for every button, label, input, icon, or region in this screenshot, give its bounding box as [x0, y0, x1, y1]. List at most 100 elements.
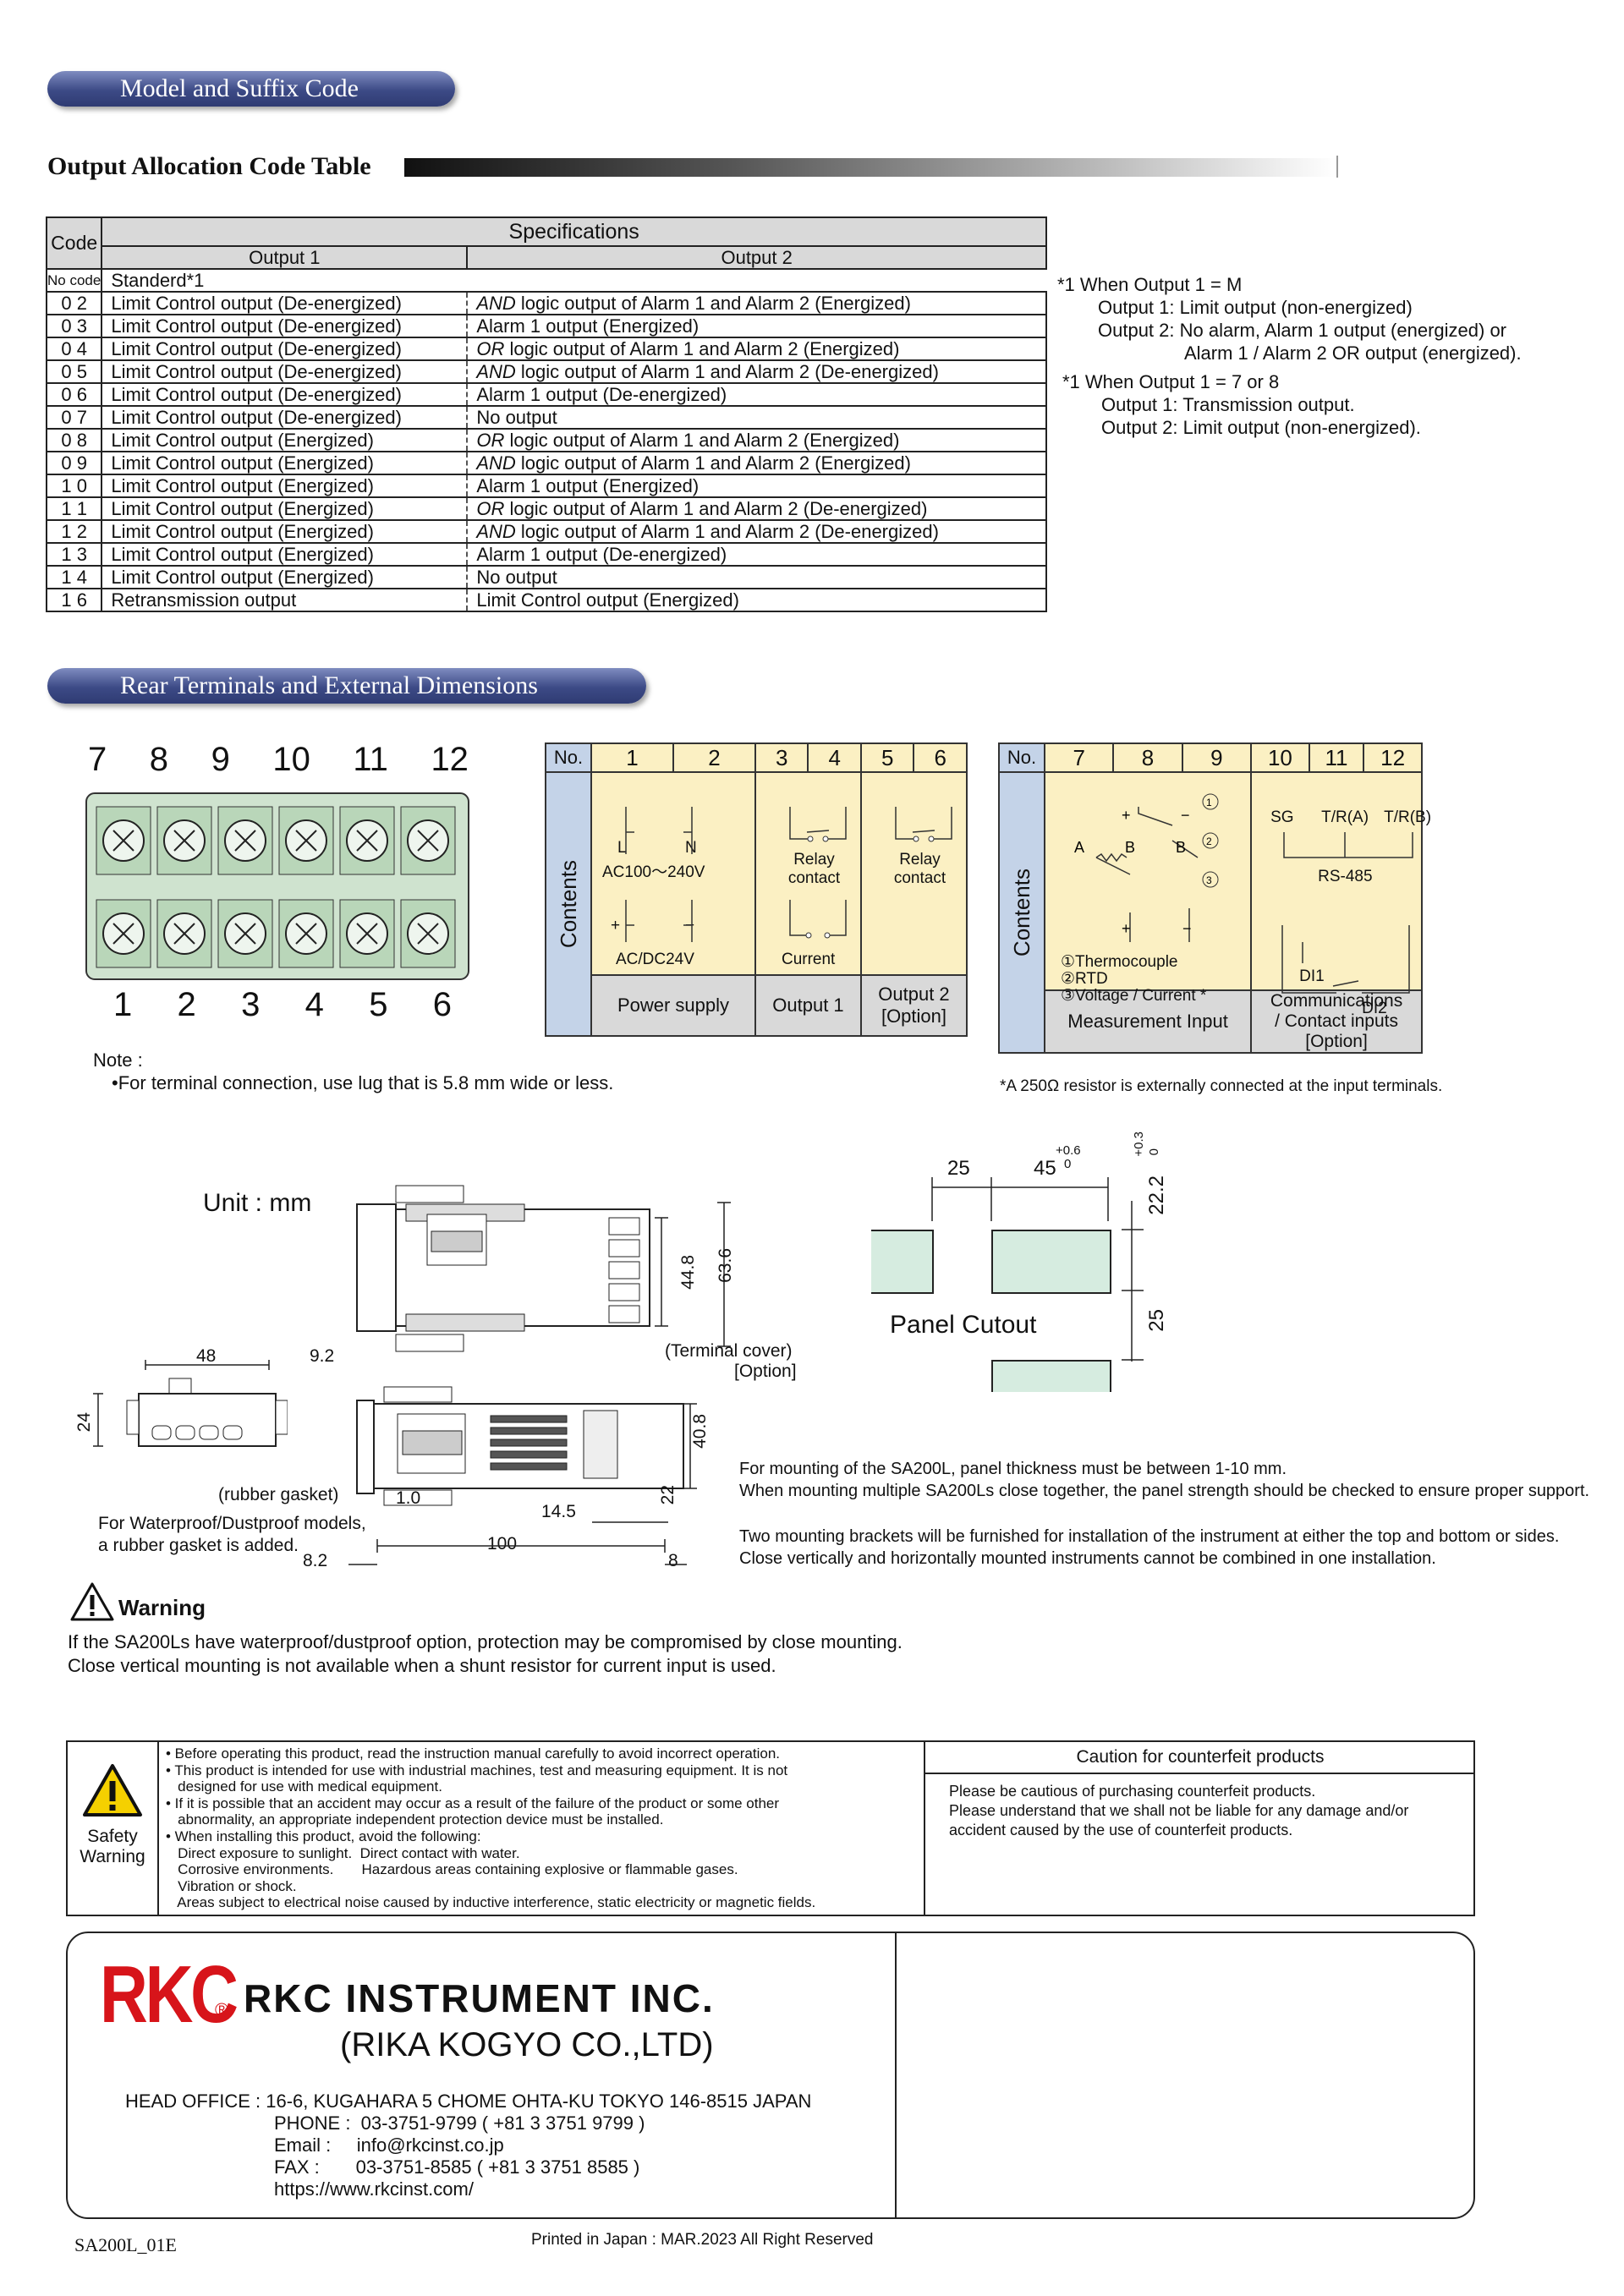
- screw-cross-icon: [173, 923, 195, 945]
- side-view-drawing: [356, 1185, 731, 1352]
- screw-cross-icon: [112, 830, 134, 852]
- footnote-4: Alarm 1 / Alarm 2 OR output (energized).: [1184, 342, 1522, 364]
- footnote-5: *1 When Output 1 = 7 or 8: [1062, 371, 1280, 392]
- warning-title: Warning: [118, 1595, 206, 1620]
- screw-cross-icon: [356, 923, 378, 945]
- code-cell: 1 4: [45, 565, 103, 589]
- t2-contents-label: Contents: [1008, 868, 1034, 957]
- t2-sg: SG: [1270, 808, 1294, 826]
- dim-22: 22: [658, 1485, 678, 1505]
- screw-cross-icon: [112, 923, 134, 945]
- company-name: RKC INSTRUMENT INC.: [244, 1976, 715, 2020]
- dim-44-8: 44.8: [678, 1255, 698, 1290]
- t1-power-supply: Power supply: [590, 974, 756, 1037]
- t2-thermocouple: ①Thermocouple: [1061, 953, 1178, 971]
- mounting-note-1: For mounting of the SA200L, panel thickn…: [739, 1460, 1287, 1478]
- t2-num-7: 7: [1043, 743, 1115, 773]
- output-1-cell: Limit Control output (De-energized): [101, 291, 468, 315]
- output-1-cell: Limit Control output (Energized): [101, 474, 468, 498]
- svg-text:+: +: [1122, 807, 1131, 824]
- output-2-cell: AND logic output of Alarm 1 and Alarm 2 …: [466, 359, 1047, 384]
- dim-14-5: 14.5: [541, 1502, 576, 1521]
- terminal-num-3: 3: [241, 986, 261, 1023]
- terminal-table-1-6: No. 1 2 3 4 5 6 Contents L N AC100～240V …: [545, 743, 968, 1037]
- t2-contact-inputs: / Contact inputs: [1275, 1011, 1398, 1031]
- footnote-2: Output 1: Limit output (non-energized): [1098, 297, 1413, 318]
- footer-divider: [895, 1933, 897, 2217]
- mounting-note-2: When mounting multiple SA200Ls close tog…: [739, 1482, 1590, 1500]
- company-footer-box: RKC ® RKC INSTRUMENT INC. (RIKA KOGYO CO…: [66, 1932, 1475, 2219]
- dim-8: 8: [668, 1551, 678, 1570]
- terminal-num-5: 5: [369, 986, 388, 1023]
- output-2-cell: Alarm 1 output (De-energized): [466, 542, 1047, 567]
- cutout-dim-25a: 25: [947, 1157, 970, 1180]
- terminal-numbers-top: 7 8 9 10 11 12: [88, 741, 469, 779]
- t1-ac-n: N: [685, 839, 697, 857]
- code-cell: 0 7: [45, 405, 103, 430]
- t1-current: Current: [781, 951, 836, 968]
- cutout-dim-25b: 25: [1145, 1309, 1168, 1332]
- t1-num-1: 1: [590, 743, 674, 773]
- warning-line-1: If the SA200Ls have waterproof/dustproof…: [68, 1631, 903, 1652]
- output-2-cell: No output: [466, 565, 1047, 589]
- terminal-note-title: Note :: [93, 1049, 143, 1071]
- screw-cross-icon: [234, 923, 256, 945]
- communications-wiring-icon: [1281, 832, 1413, 994]
- output-2-cell: No output: [466, 405, 1047, 430]
- t2-rs485: RS-485: [1318, 868, 1373, 885]
- t1-dc-label: AC/DC24V: [616, 951, 694, 968]
- dim-1-0: 1.0: [396, 1488, 421, 1508]
- output-table-title: Output Allocation Code Table: [47, 152, 371, 180]
- screw-cross-icon: [173, 830, 195, 852]
- t1-num-5: 5: [859, 743, 915, 773]
- t1-ac-label: AC100～240V: [602, 863, 705, 881]
- counterfeit-line-1: Please be cautious of purchasing counter…: [949, 1783, 1316, 1800]
- terminal-cover-option: [Option]: [734, 1362, 797, 1381]
- header-code: Code: [45, 216, 103, 270]
- t2-num-11: 11: [1308, 743, 1365, 773]
- output-1-cell: Standerd*1: [101, 268, 1046, 293]
- output-2-cell: Alarm 1 output (De-energized): [466, 382, 1047, 407]
- website-link[interactable]: https://www.rkcinst.com/: [274, 2178, 474, 2200]
- counterfeit-line-3: accident caused by the use of counterfei…: [949, 1822, 1293, 1838]
- t2-communications: Communications: [1270, 991, 1403, 1011]
- svg-text:−: −: [1181, 807, 1190, 824]
- t2-trb: T/R(B): [1384, 808, 1432, 826]
- t2-num-12: 12: [1363, 743, 1423, 773]
- output-2-cell: Alarm 1 output (Energized): [466, 314, 1047, 338]
- t1-num-3: 3: [754, 743, 809, 773]
- screw-cross-icon: [417, 830, 439, 852]
- terminal-num-2: 2: [177, 986, 196, 1023]
- terminal-num-12: 12: [431, 741, 469, 778]
- bottom-view-drawing: [356, 1386, 697, 1506]
- safety-label-2: Warning: [80, 1847, 145, 1866]
- cutout-dim-45-tol-top: +0.6: [1056, 1143, 1081, 1158]
- code-cell: 1 2: [45, 519, 103, 544]
- bottom-dimension-lines: [348, 1521, 687, 1565]
- svg-text:A: A: [1074, 839, 1084, 856]
- header-output-2: Output 2: [466, 245, 1047, 270]
- t1-output-2-option: [Option]: [881, 1006, 946, 1027]
- output-1-cell: Limit Control output (Energized): [101, 428, 468, 452]
- header-output-1: Output 1: [101, 245, 469, 270]
- terminal-block-diagram: [85, 792, 469, 980]
- safety-line: abnormality, an appropriate independent …: [166, 1811, 664, 1828]
- output-1-cell: Limit Control output (De-energized): [101, 337, 468, 361]
- mounting-note-3: Two mounting brackets will be furnished …: [739, 1527, 1560, 1546]
- dim-9-2: 9.2: [310, 1346, 335, 1366]
- relay-contact-icon-1: [789, 807, 847, 939]
- safety-line: Areas subject to electrical noise caused…: [166, 1894, 816, 1911]
- code-cell: 1 6: [45, 588, 103, 612]
- output-1-cell: Limit Control output (Energized): [101, 496, 468, 521]
- safety-icon-cell: Safety Warning: [68, 1742, 159, 1915]
- output-2-cell: OR logic output of Alarm 1 and Alarm 2 (…: [466, 428, 1047, 452]
- waterproof-note-2: a rubber gasket is added.: [98, 1536, 299, 1555]
- code-cell: 0 3: [45, 314, 103, 338]
- phone: PHONE : 03-3751-9799 ( +81 3 3751 9799 ): [274, 2112, 645, 2134]
- code-cell: 0 6: [45, 382, 103, 407]
- header-specifications: Specifications: [101, 216, 1047, 247]
